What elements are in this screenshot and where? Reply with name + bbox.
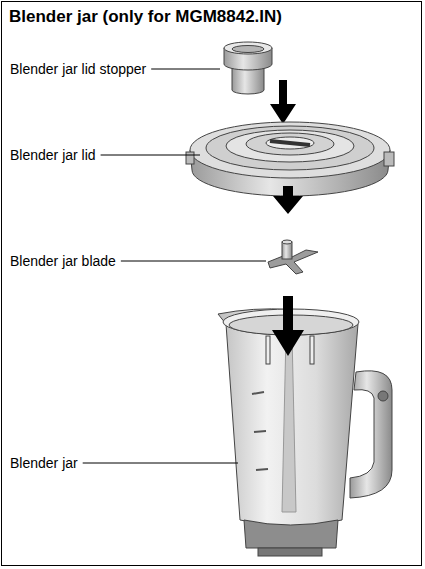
- assembly-arrow: [272, 296, 304, 356]
- lid-stopper: [224, 42, 272, 94]
- jar-lid: [186, 122, 394, 196]
- part-label: Blender jar blade: [10, 253, 116, 269]
- leader-line: [151, 69, 220, 70]
- figure-title: Blender jar (only for MGM8842.IN): [9, 7, 282, 27]
- part-label: Blender jar: [10, 455, 78, 471]
- jar-blade: [268, 240, 318, 274]
- assembly-arrow: [273, 186, 303, 214]
- part-label: Blender jar lid stopper: [10, 61, 146, 77]
- leader-line: [101, 155, 200, 156]
- leader-line: [121, 261, 266, 262]
- blender-jar: [218, 309, 392, 556]
- leader-line: [83, 463, 238, 464]
- part-label: Blender jar lid: [10, 147, 96, 163]
- assembly-arrow: [270, 80, 296, 124]
